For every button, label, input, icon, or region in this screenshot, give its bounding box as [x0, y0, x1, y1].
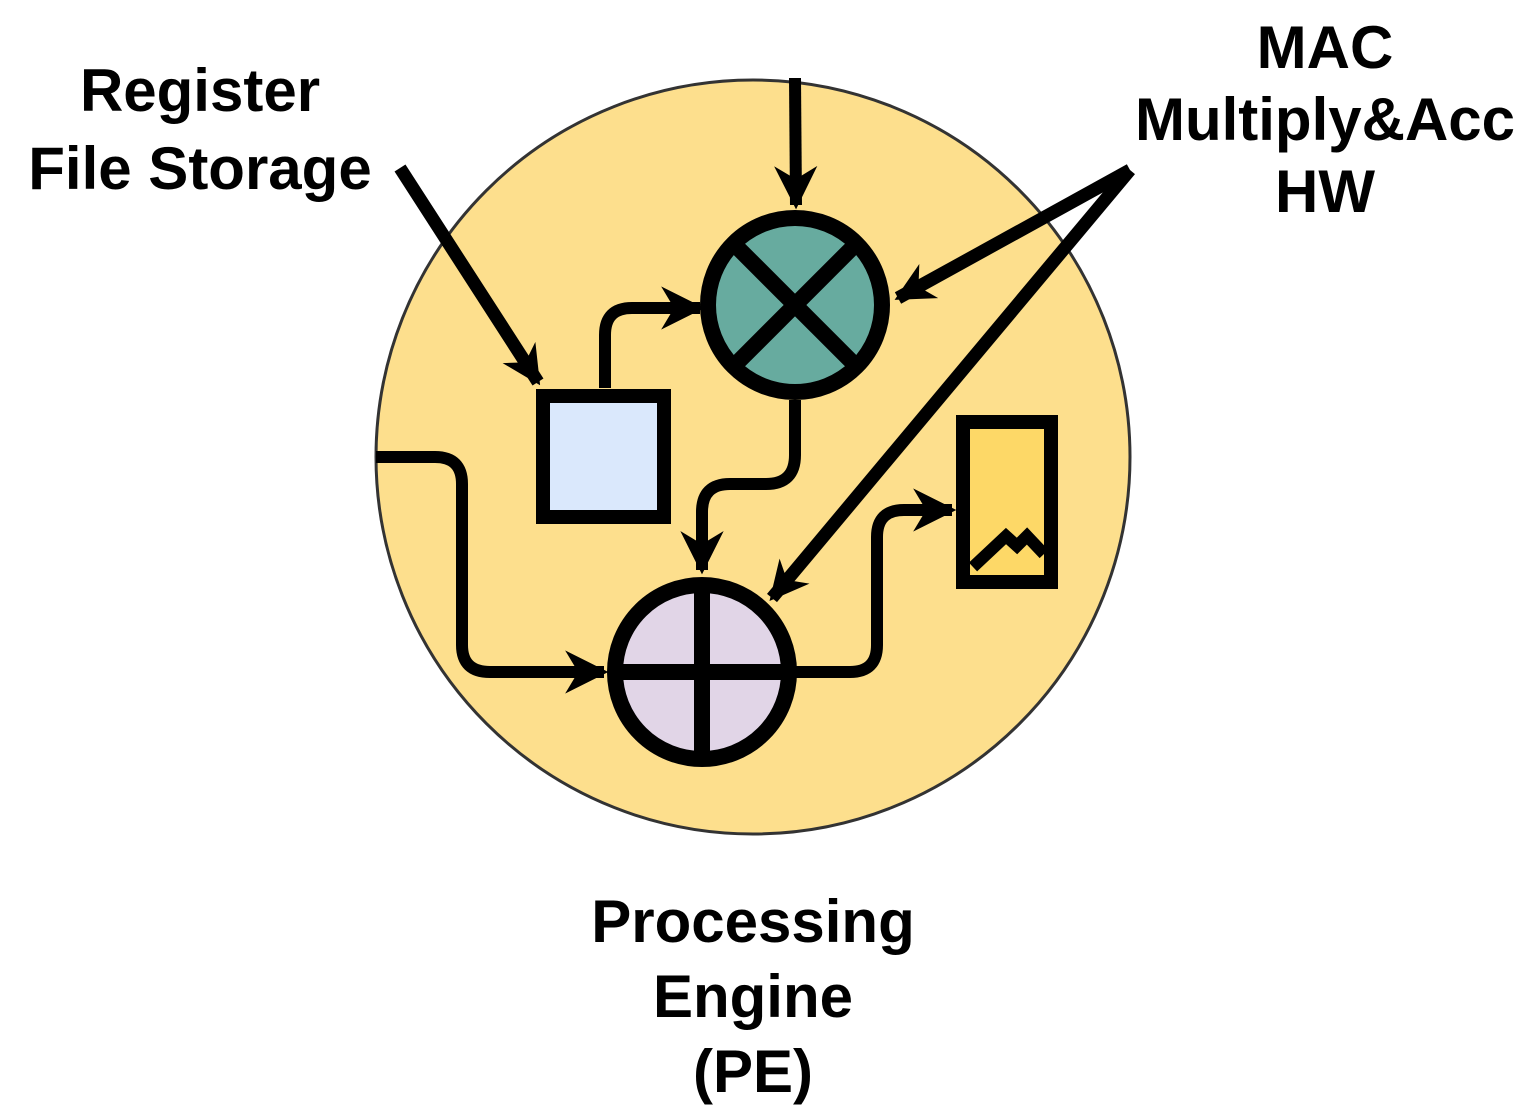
- mac-pointer-to-multiplier: [894, 164, 1134, 304]
- pe-label-line-3: (PE): [693, 1038, 813, 1105]
- square-register-icon: [536, 389, 671, 524]
- register-label-line-2: File Storage: [28, 135, 372, 202]
- multiplier-to-adder-arrow: [680, 400, 801, 575]
- mac-pointer-to-adder: [767, 165, 1135, 603]
- pe-label-line-1: Processing: [591, 888, 915, 955]
- mac-label-line-3: HW: [1275, 158, 1375, 225]
- mac-label-line-1: MAC: [1256, 14, 1394, 81]
- pe-label-line-2: Engine: [652, 963, 853, 1030]
- processing-engine-label: Processing Engine (PE): [553, 884, 953, 1109]
- adder-to-buffer-arrow: [794, 488, 957, 678]
- register-file-pointer-arrow: [394, 164, 544, 386]
- plus-circle-icon: [607, 577, 797, 767]
- mac-hardware-label: MAC Multiply&Acc HW: [1115, 12, 1535, 228]
- mac-label-line-2: Multiply&Acc: [1134, 86, 1516, 153]
- register-label-line-1: Register: [79, 57, 321, 124]
- multiply-circle-icon: [700, 210, 890, 400]
- multiplier-top-input-arrow: [774, 77, 818, 210]
- register-to-multiplier-arrow: [599, 286, 705, 388]
- register-file-storage-label: Register File Storage: [10, 52, 390, 208]
- left-input-to-adder-arrow: [376, 451, 609, 694]
- output-buffer-icon: [956, 415, 1058, 589]
